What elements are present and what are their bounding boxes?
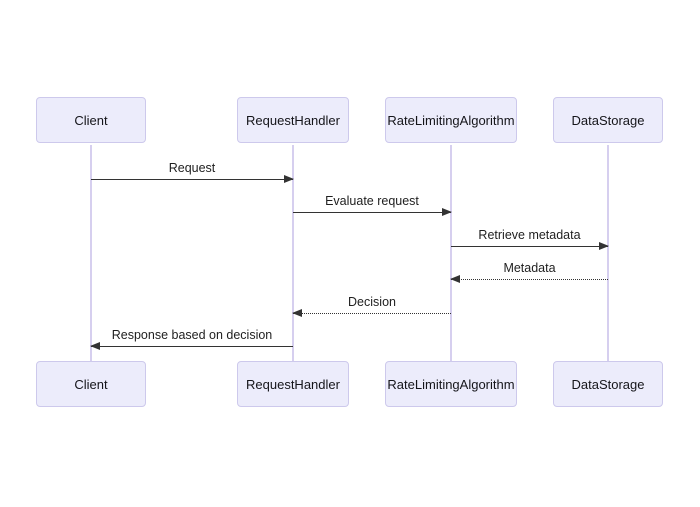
lifeline-request-handler	[292, 145, 294, 361]
lifeline-rate-limiting-algorithm	[450, 145, 452, 361]
message-line-solid	[91, 346, 293, 347]
arrowhead-left-icon	[90, 342, 100, 350]
arrowhead-left-icon	[450, 275, 460, 283]
arrowhead-right-icon	[284, 175, 294, 183]
message-label: Metadata	[503, 261, 556, 275]
arrowhead-right-icon	[599, 242, 609, 250]
actor-box-request-handler-top: RequestHandler	[237, 97, 349, 143]
message-label: Request	[168, 161, 216, 175]
message-label: Evaluate request	[325, 194, 419, 208]
actor-box-client-bottom: Client	[36, 361, 146, 407]
message-line-dotted	[293, 313, 451, 314]
message-decision-reply: Decision	[292, 294, 451, 317]
message-label: Decision	[348, 295, 396, 309]
message-evaluate-request: Evaluate request	[293, 193, 452, 216]
actor-box-rate-limiting-algorithm-bottom: RateLimitingAlgorithm	[385, 361, 517, 407]
message-line-solid	[451, 246, 608, 247]
actor-box-rate-limiting-algorithm-top: RateLimitingAlgorithm	[385, 97, 517, 143]
lifeline-client	[90, 145, 92, 361]
actor-box-data-storage-top: DataStorage	[553, 97, 663, 143]
message-retrieve-metadata: Retrieve metadata	[451, 227, 609, 250]
message-line-dotted	[451, 279, 608, 280]
message-line-solid	[91, 179, 293, 180]
actor-box-client-top: Client	[36, 97, 146, 143]
message-line-solid	[293, 212, 451, 213]
message-request: Request	[91, 160, 294, 183]
actor-box-data-storage-bottom: DataStorage	[553, 361, 663, 407]
message-metadata-reply: Metadata	[450, 260, 608, 283]
arrowhead-right-icon	[442, 208, 452, 216]
message-label: Response based on decision	[111, 328, 273, 342]
message-response: Response based on decision	[90, 327, 293, 350]
actor-box-request-handler-bottom: RequestHandler	[237, 361, 349, 407]
arrowhead-left-icon	[292, 309, 302, 317]
message-label: Retrieve metadata	[478, 228, 581, 242]
lifeline-data-storage	[607, 145, 609, 361]
